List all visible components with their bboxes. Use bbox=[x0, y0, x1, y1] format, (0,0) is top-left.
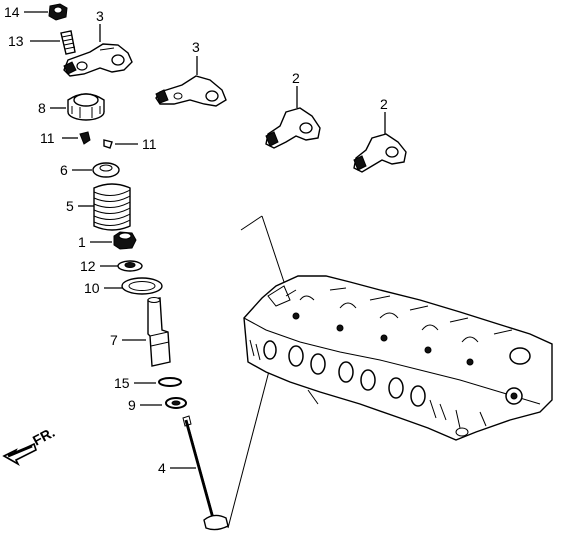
part-3-rocker-arm-left bbox=[63, 24, 133, 77]
callout-7: 7 bbox=[110, 332, 118, 348]
callout-8: 8 bbox=[38, 100, 46, 116]
part-4-valve bbox=[170, 415, 229, 531]
part-2-rocker-arm-right bbox=[353, 112, 407, 173]
part-13-adjusting-screw bbox=[30, 30, 76, 55]
part-6-spring-retainer bbox=[72, 162, 120, 178]
callout-11-right: 11 bbox=[142, 136, 157, 152]
part-9-guide-clip bbox=[140, 397, 187, 409]
part-8-valve-cap bbox=[50, 93, 105, 121]
part-3-rocker-arm-right bbox=[155, 56, 227, 107]
callout-13: 13 bbox=[8, 33, 24, 49]
part-11-valve-cotters bbox=[62, 131, 138, 149]
front-direction-arrow: FR. bbox=[2, 424, 57, 467]
callout-labels: 14 13 3 3 2 2 8 11 11 6 5 1 12 10 7 15 9… bbox=[4, 4, 388, 476]
callout-9: 9 bbox=[128, 397, 136, 413]
callout-10: 10 bbox=[84, 280, 100, 296]
callout-2-left: 2 bbox=[292, 70, 300, 86]
part-5-valve-spring bbox=[78, 183, 131, 231]
callout-2-right: 2 bbox=[380, 96, 388, 112]
callout-15: 15 bbox=[114, 375, 130, 391]
callout-1: 1 bbox=[78, 234, 86, 250]
part-2-rocker-arm-left bbox=[265, 86, 321, 149]
part-1-valve-stem-seal bbox=[90, 231, 137, 250]
cylinder-head bbox=[243, 275, 553, 441]
part-15-o-ring bbox=[134, 377, 182, 387]
callout-11-left: 11 bbox=[40, 130, 55, 146]
callout-5: 5 bbox=[66, 198, 74, 214]
callout-4: 4 bbox=[158, 460, 166, 476]
part-14-nut bbox=[24, 3, 68, 21]
callout-3-left: 3 bbox=[96, 8, 104, 24]
callout-6: 6 bbox=[60, 162, 68, 178]
callout-3-right: 3 bbox=[192, 39, 200, 55]
callout-12: 12 bbox=[80, 258, 96, 274]
part-7-valve-guide bbox=[122, 297, 171, 367]
part-12-spring-seat bbox=[100, 260, 143, 272]
callout-14: 14 bbox=[4, 4, 20, 20]
part-10-washer bbox=[104, 277, 163, 295]
